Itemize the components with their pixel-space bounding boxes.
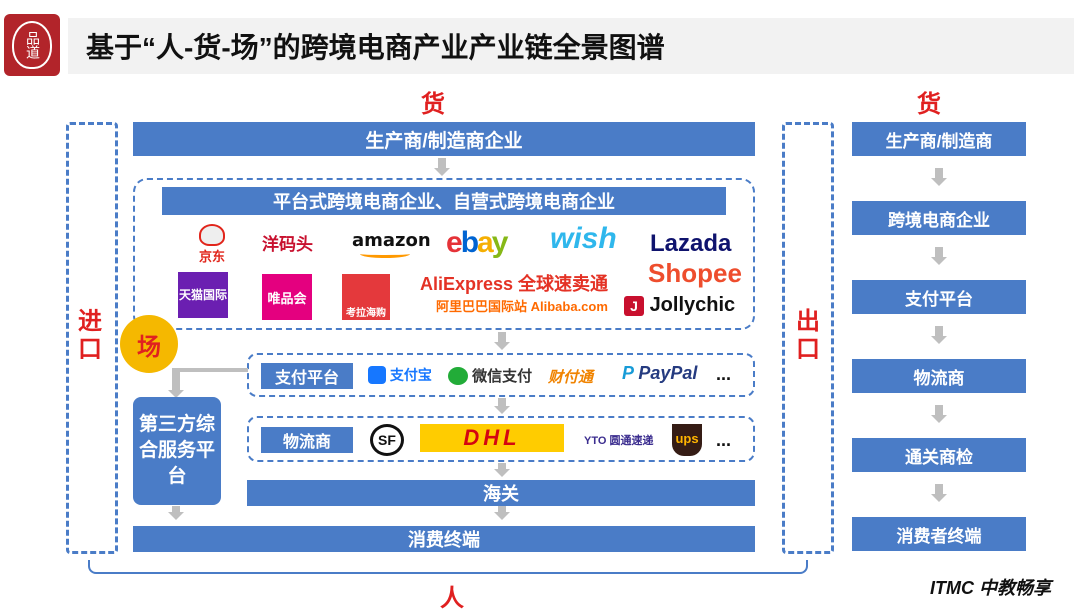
- right-chain-item: 物流商: [852, 359, 1026, 393]
- right-chain-item: 消费者终端: [852, 517, 1026, 551]
- wechat-pay-logo: 微信支付: [448, 365, 532, 386]
- more-logistics: ...: [716, 430, 732, 450]
- ebay-logo: ebay: [446, 226, 508, 259]
- arrow-down-icon: [168, 512, 184, 520]
- alibaba-logo: 阿里巴巴国际站 Alibaba.com: [436, 299, 608, 314]
- arrow-down-icon: [498, 506, 506, 512]
- arrow-down-icon: [172, 506, 180, 512]
- seal-logo: 品道: [4, 14, 60, 76]
- connector-line: [172, 368, 180, 392]
- export-column: [782, 122, 834, 554]
- amazon-logo: amazon: [352, 230, 431, 251]
- consumer-bar: 消费终端: [133, 526, 755, 552]
- shopee-logo: Shopee: [648, 258, 742, 288]
- arrow-down-icon: [438, 158, 446, 168]
- ups-logo: ups: [672, 424, 702, 456]
- arrow-down-icon: [935, 247, 943, 257]
- import-label: 进口: [78, 308, 102, 363]
- arrow-down-icon: [931, 257, 947, 265]
- payment-box: [247, 353, 755, 397]
- right-chain-item: 支付平台: [852, 280, 1026, 314]
- arrow-down-icon: [931, 494, 947, 502]
- goods-label-right: 货: [917, 91, 941, 118]
- arrow-down-icon: [434, 168, 450, 176]
- arrow-down-icon: [498, 463, 506, 469]
- arrow-down-icon: [494, 469, 510, 477]
- arrow-down-icon: [494, 342, 510, 350]
- arrow-down-icon: [498, 398, 506, 406]
- arrow-down-icon: [935, 168, 943, 178]
- yangmatou-logo: 洋码头: [262, 235, 313, 254]
- jd-logo: 京东: [188, 224, 236, 265]
- caifutong-logo: 财付通: [548, 369, 594, 386]
- place-circle: 场: [120, 315, 178, 373]
- manufacturer-bar: 生产商/制造商企业: [133, 122, 755, 156]
- page-title: 基于“人-货-场”的跨境电商产业产业链全景图谱: [86, 32, 665, 63]
- dhl-logo: DHL: [420, 424, 564, 452]
- more-payment: ...: [716, 364, 732, 384]
- yto-logo: YTO 圆通速递: [584, 435, 654, 447]
- amazon-smile-icon: [360, 250, 410, 258]
- payment-label: 支付平台: [261, 363, 353, 389]
- connector-line: [176, 368, 248, 372]
- arrow-down-icon: [931, 178, 947, 186]
- right-chain-item: 通关商检: [852, 438, 1026, 472]
- arrow-down-icon: [935, 405, 943, 415]
- platform-title-bar: 平台式跨境电商企业、自营式跨境电商企业: [162, 187, 726, 215]
- third-party-box: 第三方综合服务平台: [133, 397, 221, 505]
- arrow-down-icon: [494, 406, 510, 414]
- arrow-down-icon: [931, 415, 947, 423]
- vip-logo: 唯品会: [262, 274, 312, 320]
- lazada-logo: Lazada: [650, 230, 732, 257]
- header-bar: [68, 18, 1074, 74]
- arrow-down-icon: [498, 332, 506, 342]
- paypal-logo: P PayPal: [622, 363, 698, 383]
- alipay-logo: 支付宝: [368, 365, 432, 385]
- logistics-box: [247, 416, 755, 462]
- kaola-logo: 考拉海购: [342, 274, 390, 320]
- jollychic-logo: J Jollychic: [624, 294, 735, 317]
- wish-logo: wish: [550, 222, 617, 255]
- import-column: [66, 122, 118, 554]
- tmall-logo: 天猫国际: [178, 272, 228, 318]
- arrow-down-icon: [931, 336, 947, 344]
- people-brace: [88, 560, 808, 574]
- sf-logo: SF: [370, 424, 404, 456]
- platform-box: [133, 178, 755, 330]
- right-chain-item: 生产商/制造商: [852, 122, 1026, 156]
- arrow-down-icon: [935, 326, 943, 336]
- brand-logo: ITMC 中教畅享: [930, 578, 1051, 598]
- arrow-down-icon: [494, 512, 510, 520]
- goods-label-top: 货: [421, 91, 445, 118]
- logistics-label: 物流商: [261, 427, 353, 453]
- aliexpress-logo: AliExpress 全球速卖通: [420, 274, 609, 294]
- export-label: 出口: [796, 308, 820, 363]
- right-chain-item: 跨境电商企业: [852, 201, 1026, 235]
- arrow-down-icon: [935, 484, 943, 494]
- arrow-down-icon: [168, 390, 184, 398]
- customs-bar: 海关: [247, 480, 755, 506]
